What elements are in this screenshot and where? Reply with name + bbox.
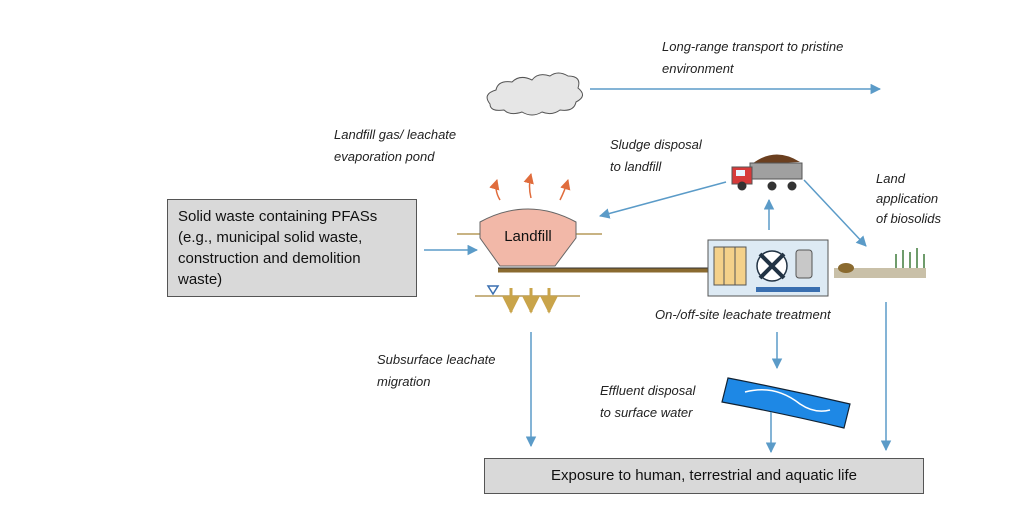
field-icon [834, 248, 926, 278]
label-long-range: Long-range transport to pristine environ… [662, 39, 844, 76]
label-subsurface: Subsurface leachate migration [377, 352, 496, 389]
landfill-icon [457, 208, 602, 267]
label-effluent: Effluent disposal to surface water [600, 383, 696, 420]
sludge-to-landfill-arrow [598, 181, 727, 219]
truck-icon [731, 154, 803, 191]
landfill-label: Landfill [504, 228, 552, 245]
cloud-icon [486, 72, 583, 116]
truck-to-land-arrow [803, 179, 867, 247]
source-box: Solid waste containing PFASs (e.g., muni… [167, 199, 417, 297]
exposure-box: Exposure to human, terrestrial and aquat… [484, 458, 924, 494]
river-icon [721, 377, 851, 429]
treatment-plant-icon [707, 239, 829, 297]
label-land-application: Land application of biosolids [876, 171, 942, 226]
leachate-arrows [502, 288, 558, 314]
groundwater-icon [475, 285, 580, 297]
label-sludge-disposal: Sludge disposal to landfill [610, 137, 702, 174]
gas-arrows [489, 172, 571, 201]
label-treatment: On-/off-site leachate treatment [655, 307, 831, 322]
label-landfill-gas: Landfill gas/ leachate evaporation pond [334, 127, 457, 164]
